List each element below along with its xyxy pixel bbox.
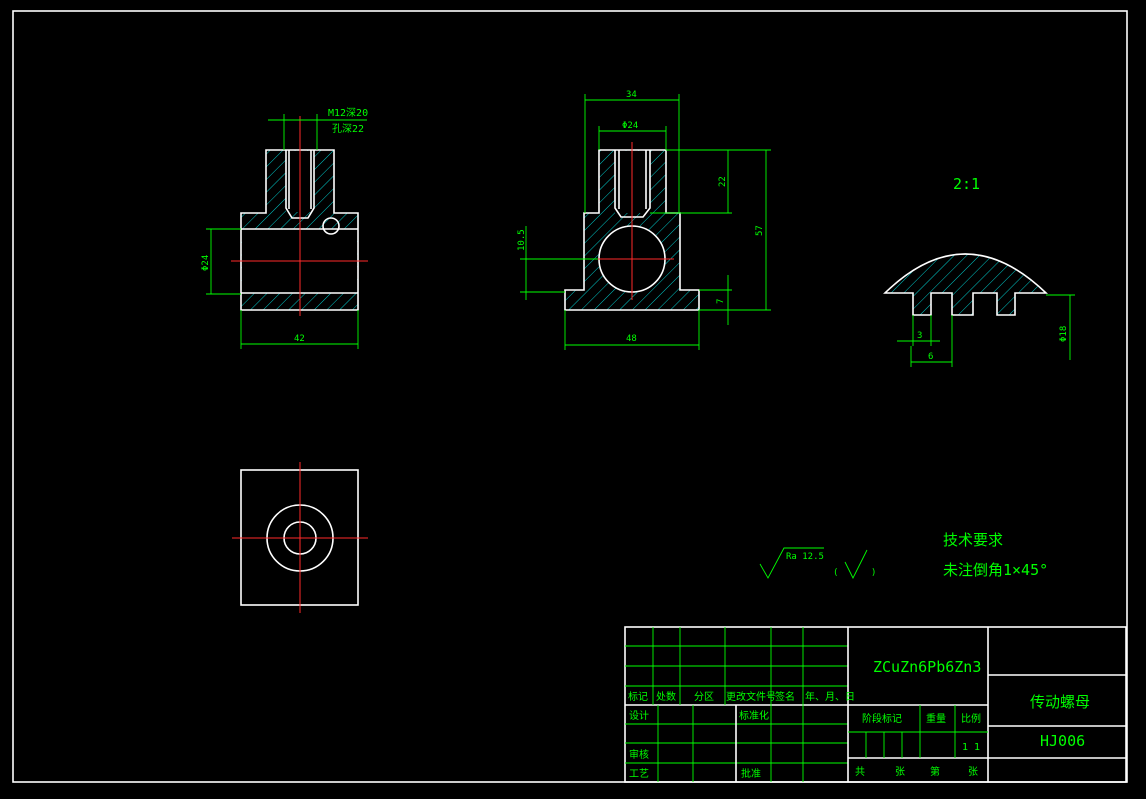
side-section-view: M12深20 孔深22 Φ24 42 [201,107,368,349]
label-design: 设计 [629,709,649,722]
part-name: 传动螺母 [1030,693,1090,711]
tech-requirements-line1: 未注倒角1×45° [943,561,1048,579]
label-approve: 批准 [741,767,761,780]
label-process: 工艺 [629,768,649,780]
dim-side-width: 42 [294,334,305,344]
label-page: 第 [930,765,940,778]
label-standardize: 标准化 [739,709,769,722]
dim-side-diameter: Φ24 [201,255,211,271]
detail-view: 2:1 3 6 Φ18 [883,175,1075,367]
label-ratio: 比例 [961,712,981,725]
label-sheet2: 张 [968,766,978,778]
roughness-paren-close: ) [871,568,876,578]
header-mark: 标记 [628,691,648,703]
dim-front-top-width: 34 [626,90,637,100]
roughness-label: Ra 12.5 [786,552,824,562]
detail-dim-diameter: Φ18 [1059,326,1069,342]
label-stage-mark: 阶段标记 [862,712,902,725]
label-review: 审核 [629,748,649,761]
drawing-number: HJ006 [1040,732,1085,750]
tech-requirements-title: 技术要求 [943,531,1003,549]
drawing-frame [12,10,1128,783]
scale-value: 1 1 [962,742,980,753]
top-view [232,462,368,613]
hole-note: 孔深22 [332,123,364,135]
thread-note: M12深20 [328,107,368,119]
detail-scale: 2:1 [953,175,980,193]
dim-front-57: 57 [755,225,765,236]
label-sheets: 张 [895,766,905,778]
dim-front-10-5: 10.5 [517,229,527,251]
roughness-symbols: Ra 12.5 ( ) [759,547,876,580]
dim-front-bottom-width: 48 [626,334,637,344]
label-weight: 重量 [926,712,946,725]
material-text: ZCuZn6Pb6Zn3 [873,658,981,676]
label-total: 共 [855,766,865,778]
detail-dim-6: 6 [928,352,933,362]
title-block: ZCuZn6Pb6Zn3 传动螺母 HJ006 标记 处数 分区 更改文件号 签… [624,626,1127,783]
roughness-paren-open: ( [833,568,838,578]
dim-front-7: 7 [716,299,726,304]
header-change-doc: 更改文件号 [726,690,776,703]
header-sign: 签名 [775,690,795,703]
dim-front-22: 22 [718,176,728,187]
detail-dim-3: 3 [917,331,922,341]
header-date: 年、月、日 [805,690,855,703]
front-section-view: 34 Φ24 22 57 10.5 7 48 [517,90,771,350]
dim-front-diameter: Φ24 [622,121,638,131]
header-count: 处数 [656,690,676,703]
header-zone: 分区 [694,691,714,703]
